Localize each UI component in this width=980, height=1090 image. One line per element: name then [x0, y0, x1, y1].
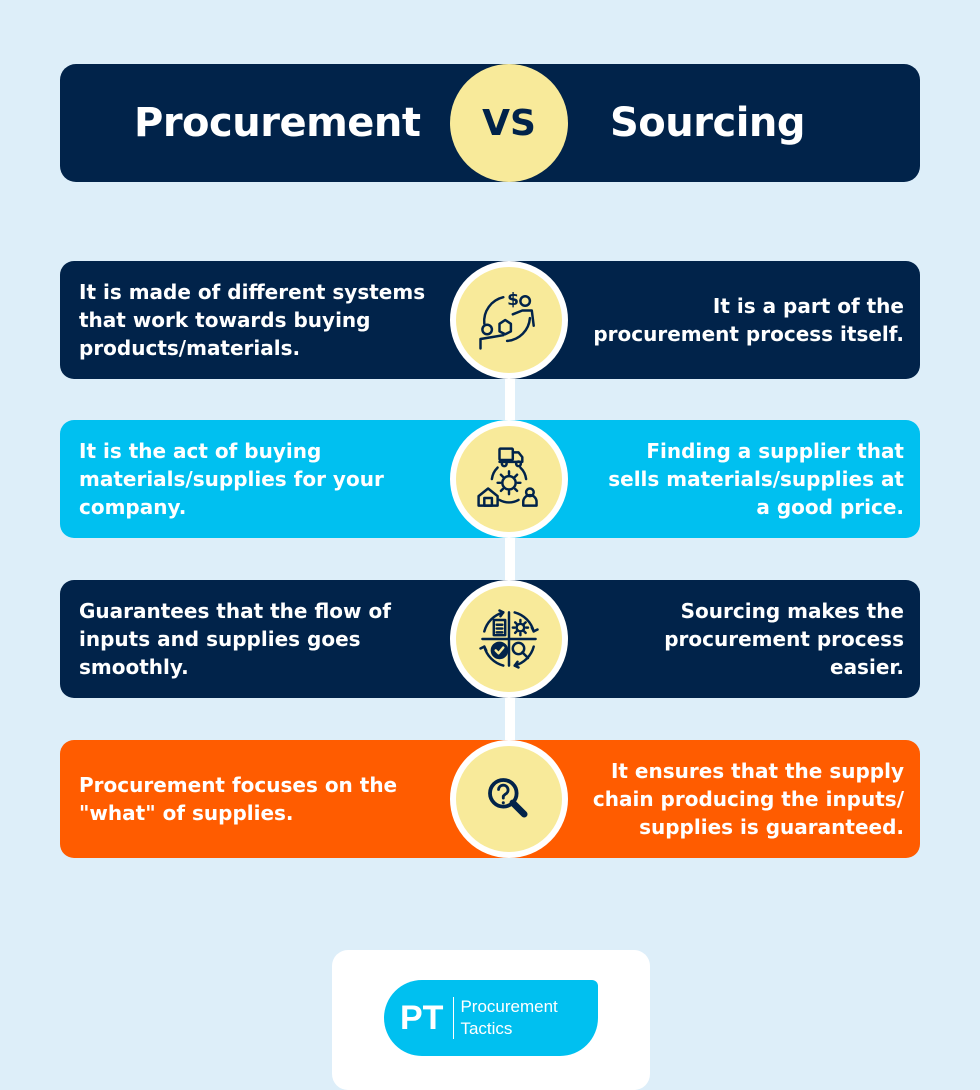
supply-chain-gear-icon: [450, 420, 568, 538]
vertical-connector-line: [505, 320, 515, 800]
sourcing-title: Sourcing: [610, 100, 806, 146]
sourcing-description: Sourcing makes the procurement process e…: [664, 599, 904, 679]
procurement-title: Procurement: [134, 100, 421, 146]
vs-label: VS: [482, 102, 536, 144]
comparison-row-3: Guarantees that the flow of inputs and s…: [60, 580, 920, 698]
vs-badge: VS: [450, 64, 568, 182]
procurement-description: Procurement focuses on the "what" of sup…: [79, 773, 398, 825]
logo-divider: [453, 997, 455, 1039]
logo-name: Procurement Tactics: [460, 997, 558, 1038]
procurement-tactics-logo[interactable]: PT Procurement Tactics: [384, 980, 598, 1056]
footer-logo-card: PT Procurement Tactics: [332, 950, 650, 1090]
comparison-row-4: Procurement focuses on the "what" of sup…: [60, 740, 920, 858]
procurement-description: Guarantees that the flow of inputs and s…: [79, 599, 391, 679]
comparison-row-1: It is made of different systems that wor…: [60, 261, 920, 379]
exchange-people-money-box-icon: $: [450, 261, 568, 379]
process-cycle-icon: [450, 580, 568, 698]
sourcing-description: It ensures that the supply chain produci…: [592, 759, 904, 839]
sourcing-description: Finding a supplier that sells materials/…: [608, 439, 904, 519]
procurement-description: It is the act of buying materials/suppli…: [79, 439, 384, 519]
logo-initials: PT: [400, 998, 444, 1037]
title-banner: Procurement VS Sourcing: [60, 64, 920, 182]
question-magnifier-icon: [450, 740, 568, 858]
comparison-row-2: It is the act of buying materials/suppli…: [60, 420, 920, 538]
svg-text:$: $: [507, 290, 519, 310]
procurement-description: It is made of different systems that wor…: [79, 280, 426, 360]
sourcing-description: It is a part of the procurement process …: [593, 294, 904, 346]
